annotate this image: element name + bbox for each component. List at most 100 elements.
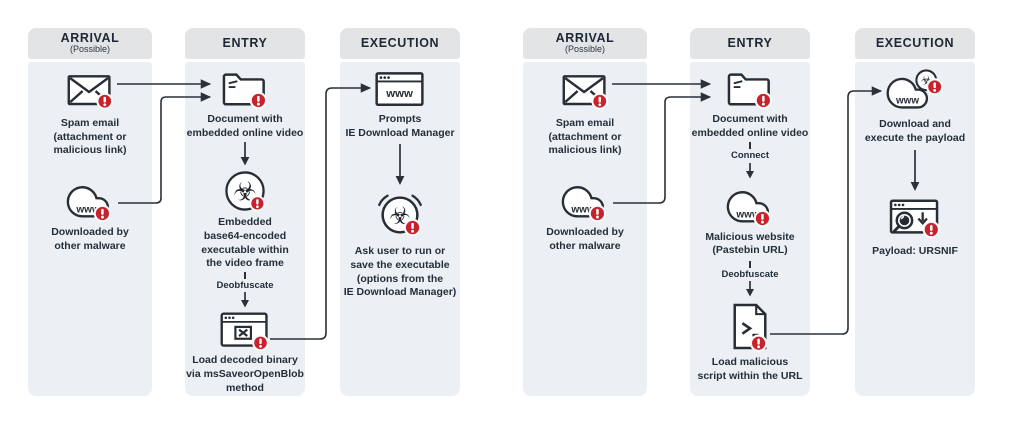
node-label: Document with embedded online video [186,113,304,139]
flow-node: ☣ www Download and execute the payload [840,68,990,145]
left-execution-column: EXECUTION www Prompts IE Download Manage… [340,28,460,396]
payload-browser-icon [889,199,941,239]
node-label: Spam email (attachment or malicious link… [548,117,622,157]
alert-badge [922,221,941,239]
down-arrow-icon [240,292,249,308]
column-panel: www Prompts IE Download Manager ☣ Ask us… [340,62,460,396]
node-label: Payload: URSNIF [872,245,958,258]
browser-www-icon: www [375,72,424,106]
column-title: ARRIVAL [555,30,615,45]
node-label: Embedded base64-encoded executable withi… [201,216,289,270]
flow-node: Spam email (attachment or malicious link… [15,71,165,158]
column-subtitle: (Possible) [69,44,110,55]
node-label: Ask user to run or save the executable (… [343,245,457,299]
flow-node: Payload: URSNIF [840,196,990,259]
column-header: ENTRY [185,28,305,59]
node-label: Load malicious script within the URL [697,356,803,382]
column-panel: ☣ www Download and execute the payload [855,62,975,396]
document-folder-icon [727,73,773,110]
column-panel: Spam email (attachment or malicious link… [523,62,647,396]
column-header: ENTRY [690,28,810,59]
down-arrow-icon [910,150,920,192]
column-panel: Spam email (attachment or malicious link… [28,62,152,396]
biohazard-icon: ☣ [225,171,266,212]
right-entry-column: ENTRY Document with embedded online vide… [690,28,810,396]
svg-text:www: www [895,96,919,107]
alert-badge [588,204,607,223]
column-title: EXECUTION [360,35,440,50]
node-label: Malicious website (Pastebin URL) [705,230,795,257]
alert-badge [926,78,944,96]
down-arrow-icon [395,144,405,186]
cloud-biohazard-icon: ☣ www [886,69,944,109]
left-arrival-column: ARRIVAL (Possible) Spam email (attachmen… [28,28,152,396]
svg-text:www: www [385,88,413,100]
spam-email-icon [562,75,609,110]
svg-text:www: www [75,204,100,215]
alert-badge [749,334,768,353]
column-header: EXECUTION [855,28,975,59]
alert-badge [249,91,268,110]
column-header: EXECUTION [340,28,460,59]
document-folder-icon [222,73,268,110]
down-arrow-icon [745,281,754,297]
flow-node: Spam email (attachment or malicious link… [510,71,660,158]
connector-dash [748,260,751,268]
node-label: Prompts IE Download Manager [345,113,455,139]
window-close-icon [220,312,269,352]
cloud-download-icon: www [66,186,112,223]
script-file-icon [733,304,768,353]
alert-badge [591,92,609,110]
node-label: Load decoded binary via msSaveorOpenBlob… [186,354,304,394]
alert-badge [96,92,114,110]
node-label: Download and execute the payload [864,118,966,144]
connector-dash [243,271,246,279]
column-title: ENTRY [727,35,773,50]
node-label: Spam email (attachment or malicious link… [53,117,127,157]
cloud-download-icon: www [561,186,607,223]
flow-node: Document with embedded online video [170,67,320,140]
down-arrow-icon [746,162,754,179]
column-header: ARRIVAL (Possible) [523,28,647,59]
node-label: Downloaded by other malware [546,225,624,252]
connector-label: Connect [731,150,769,162]
flow-node: Load malicious script within the URL [675,301,825,383]
flow-node: www Prompts IE Download Manager [325,70,475,140]
column-title: EXECUTION [875,35,955,50]
left-entry-column: ENTRY Document with embedded online vide… [185,28,305,396]
alert-badge [252,334,269,352]
flow-node: www Downloaded by other malware [15,180,165,253]
spam-email-icon [67,75,114,110]
right-execution-column: EXECUTION ☣ www Download and execute the… [855,28,975,396]
column-header: ARRIVAL (Possible) [28,28,152,59]
alert-badge [249,195,266,212]
node-label: Downloaded by other malware [51,225,129,252]
svg-text:☣: ☣ [921,74,932,88]
deobfuscate-connector: Deobfuscate [216,271,274,308]
connect-connector: Connect [731,142,769,179]
right-arrival-column: ARRIVAL (Possible) Spam email (attachmen… [523,28,647,396]
alert-biohazard-icon: ☣ [378,194,422,237]
alert-badge [754,91,773,110]
flow-node: www Downloaded by other malware [510,180,660,253]
column-panel: Document with embedded online video ☣ Em… [185,62,305,396]
connector-dash [749,142,751,150]
flow-node: Document with embedded online video [675,67,825,140]
svg-text:www: www [735,209,760,220]
column-panel: Document with embedded online video Conn… [690,62,810,396]
flow-node: Load decoded binary via msSaveorOpenBlob… [170,310,320,395]
alert-badge [753,209,772,227]
flow-node: ☣ Embedded base64-encoded executable wit… [170,168,320,271]
node-label: Document with embedded online video [691,113,809,139]
column-subtitle: (Possible) [564,44,605,55]
cloud-www-icon: www [726,190,772,227]
svg-text:www: www [570,204,595,215]
down-arrow-icon [240,142,250,166]
column-title: ENTRY [222,35,268,50]
alert-badge [93,204,112,223]
flow-node: ☣ Ask user to run or save the executable… [325,188,475,300]
alert-badge [403,219,422,237]
flow-node: www Malicious website (Pastebin URL) [675,185,825,258]
connector-label: Deobfuscate [721,268,779,280]
